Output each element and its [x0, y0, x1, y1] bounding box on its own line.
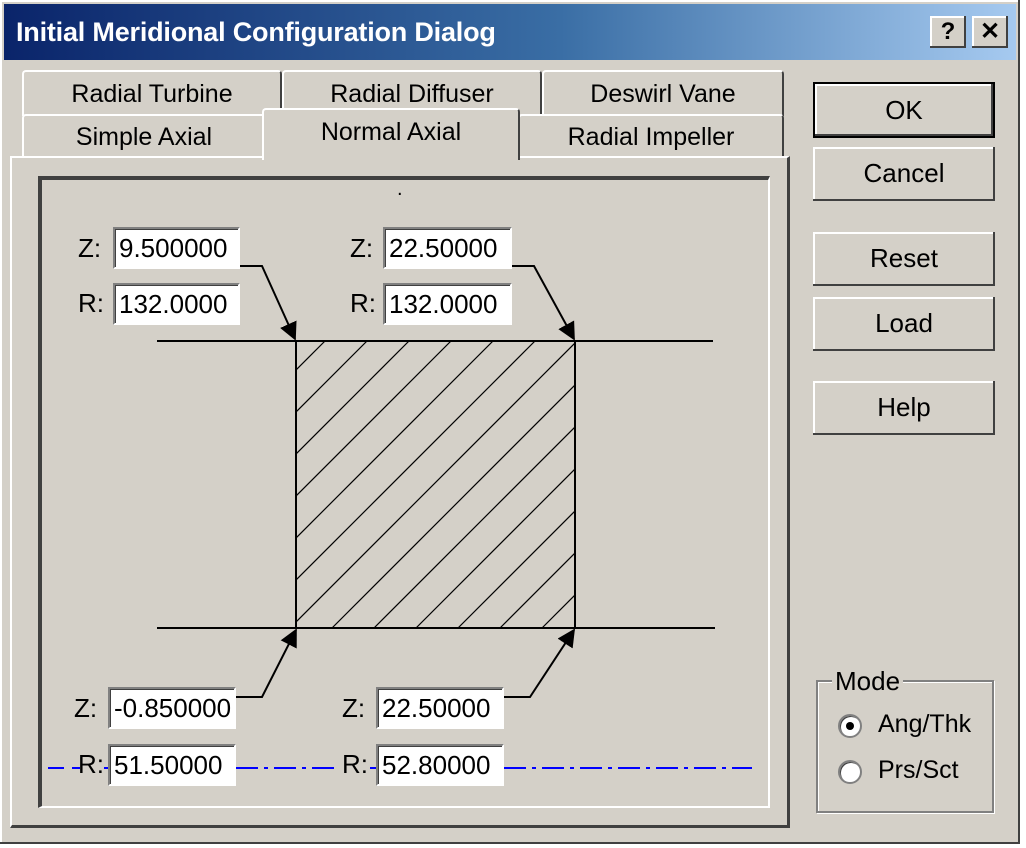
hatch-pattern — [0, 341, 575, 628]
top-right-z-input[interactable]: 22.50000 — [383, 227, 512, 269]
hatch-line — [541, 594, 575, 628]
hatch-line — [296, 341, 368, 413]
tab-radial-turbine[interactable]: Radial Turbine — [22, 70, 282, 116]
reset-button[interactable]: Reset — [813, 232, 995, 286]
tab-deswirl-vane[interactable]: Deswirl Vane — [542, 70, 784, 116]
tab-label: Deswirl Vane — [590, 80, 736, 108]
hatch-line — [499, 552, 575, 628]
ok-button[interactable]: OK — [813, 82, 995, 138]
r-label: R: — [342, 749, 368, 779]
hatch-line — [296, 341, 452, 497]
bottom-right-z-input[interactable]: 22.50000 — [376, 687, 504, 729]
top-left-r-input[interactable]: 132.0000 — [113, 283, 240, 325]
leader-top-right — [512, 265, 575, 341]
hatch-line — [415, 468, 575, 628]
z-label: Z: — [74, 693, 98, 723]
r-label: R: — [350, 288, 376, 318]
z-label: Z: — [78, 233, 102, 263]
tab-label: Normal Axial — [320, 118, 462, 146]
tab-radial-impeller[interactable]: Radial Impeller — [518, 114, 784, 158]
leader-top-left — [240, 265, 297, 341]
hatch-line — [296, 341, 326, 371]
radio-unchecked-icon[interactable] — [838, 760, 862, 784]
leader-bottom-right — [502, 628, 575, 698]
bottom-left-r-input[interactable]: 51.50000 — [108, 744, 236, 786]
tab-label: Simple Axial — [75, 123, 213, 151]
hatch-line — [296, 342, 575, 623]
close-icon[interactable]: ✕ — [972, 16, 1008, 48]
title-bar[interactable]: Initial Meridional Configuration Dialog … — [4, 4, 1016, 60]
radio-label: Ang/Thk — [878, 710, 972, 738]
tab-label: Radial Diffuser — [330, 80, 494, 108]
hatch-line — [0, 341, 283, 628]
help-button[interactable]: Help — [813, 381, 995, 435]
hatch-line — [331, 384, 575, 628]
hatch-line — [296, 341, 536, 581]
center-marker: . — [397, 178, 403, 200]
z-label: Z: — [350, 233, 374, 263]
help-question-icon[interactable]: ? — [930, 16, 966, 48]
blade-region — [295, 340, 576, 629]
tab-normal-axial[interactable]: Normal Axial — [262, 108, 520, 160]
mode-groupbox — [816, 680, 994, 813]
tab-label: Radial Turbine — [71, 80, 233, 108]
bottom-left-z-input[interactable]: -0.850000 — [108, 687, 236, 729]
load-button[interactable]: Load — [813, 297, 995, 351]
hatch-line — [373, 426, 575, 628]
tab-simple-axial[interactable]: Simple Axial — [22, 114, 266, 158]
r-label: R: — [78, 288, 104, 318]
hatch-line — [457, 510, 575, 628]
hatch-line — [296, 341, 410, 455]
leader-bottom-left — [236, 628, 297, 698]
cancel-button[interactable]: Cancel — [813, 147, 995, 201]
z-label: Z: — [342, 693, 366, 723]
radio-label: Prs/Sct — [878, 756, 959, 784]
top-left-z-input[interactable]: 9.500000 — [113, 227, 240, 269]
mode-group-label: Mode — [832, 666, 904, 697]
radio-checked-icon[interactable] — [838, 714, 862, 738]
bottom-right-r-input[interactable]: 52.80000 — [376, 744, 504, 786]
top-right-r-input[interactable]: 132.0000 — [383, 283, 512, 325]
r-label: R: — [78, 749, 104, 779]
hatch-line — [296, 341, 494, 539]
tab-label: Radial Impeller — [567, 123, 735, 151]
window-title: Initial Meridional Configuration Dialog — [16, 17, 496, 47]
